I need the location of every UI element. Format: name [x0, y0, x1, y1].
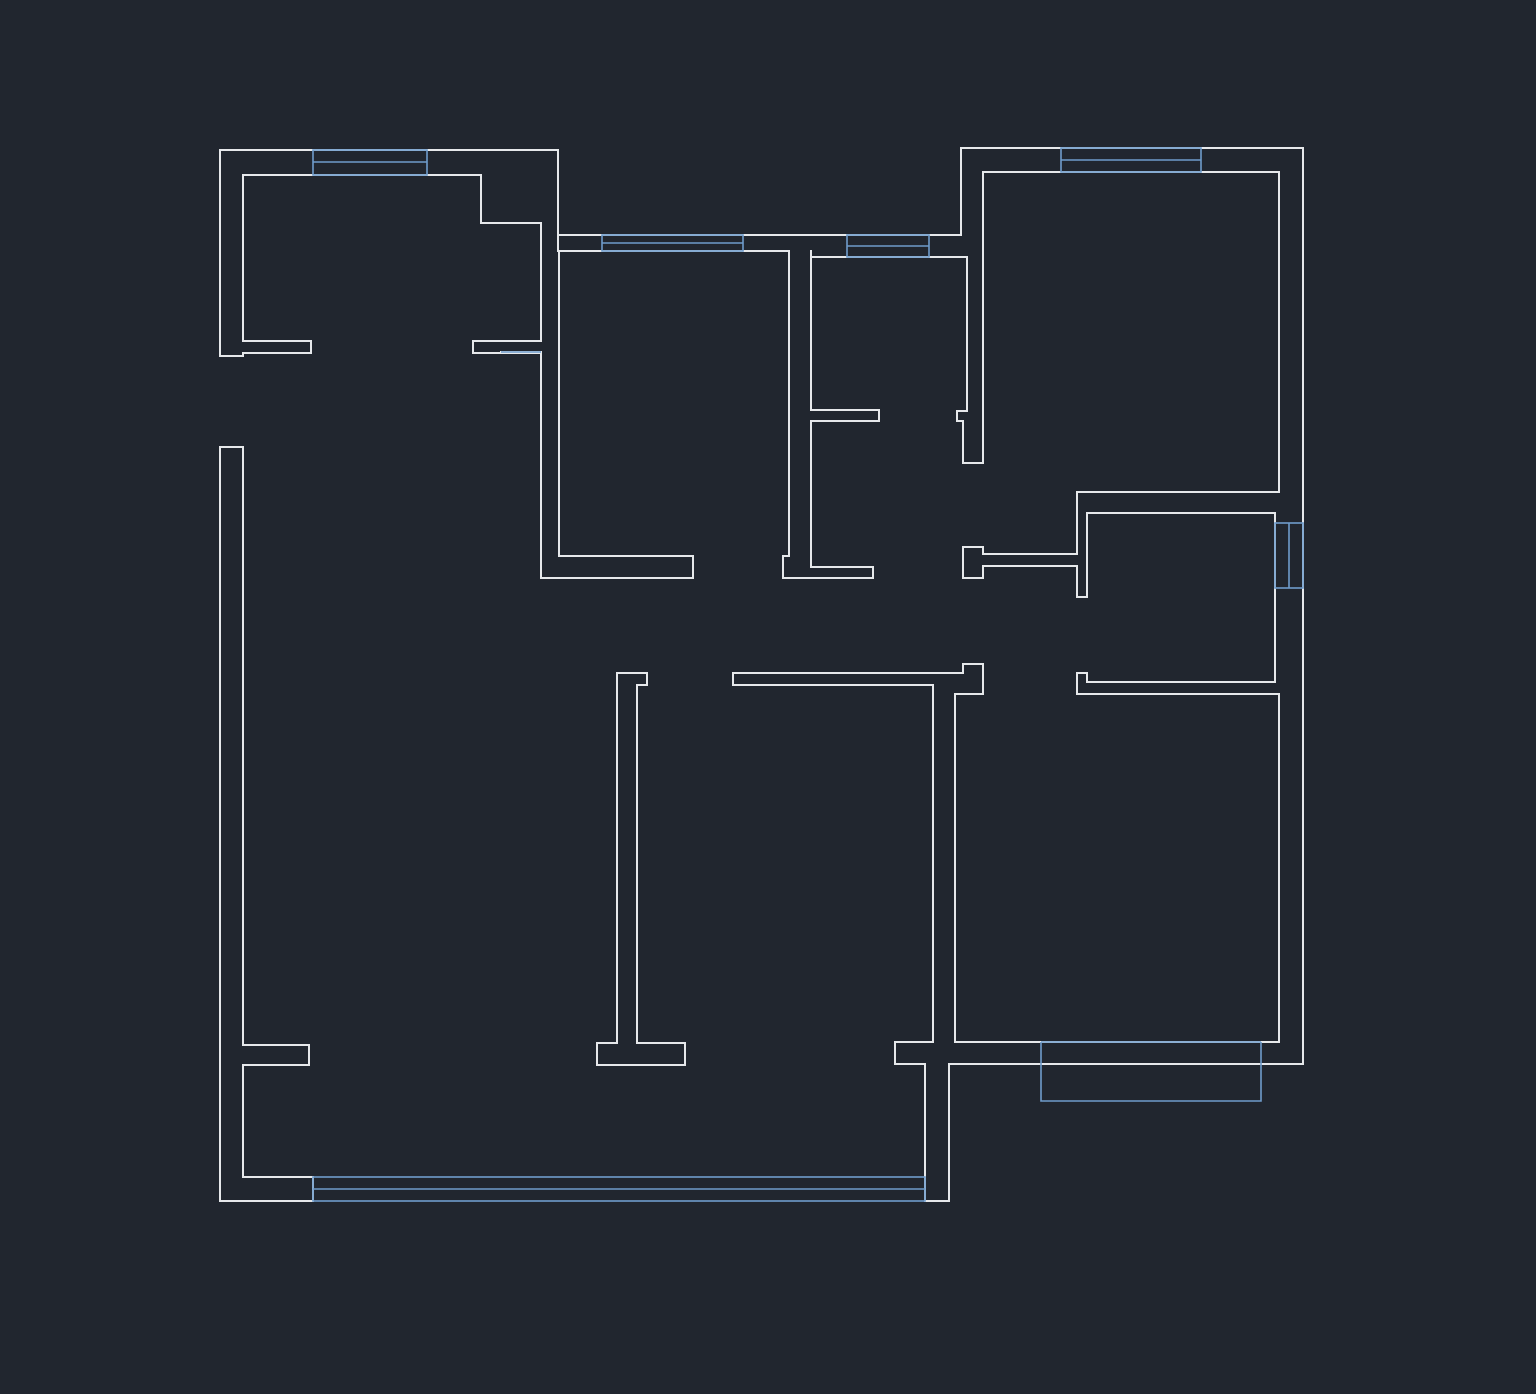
- bay-window-bottom-right: [1040, 1041, 1262, 1102]
- windows-group: [312, 147, 1304, 1202]
- top-left-room-wall: [219, 171, 1304, 1202]
- outer-left-lower-wall: [219, 446, 314, 1202]
- window-bottom-long: [312, 1176, 926, 1202]
- window-top-middle: [601, 234, 744, 252]
- window-top-right: [1060, 147, 1202, 173]
- walls-group: [219, 147, 1304, 1202]
- outer-left-upper-wall: [219, 147, 1304, 524]
- window-top-center: [846, 234, 930, 258]
- inner-partition-wall: [596, 672, 686, 1066]
- window-right-side: [1274, 522, 1304, 589]
- window-top-left: [312, 149, 428, 176]
